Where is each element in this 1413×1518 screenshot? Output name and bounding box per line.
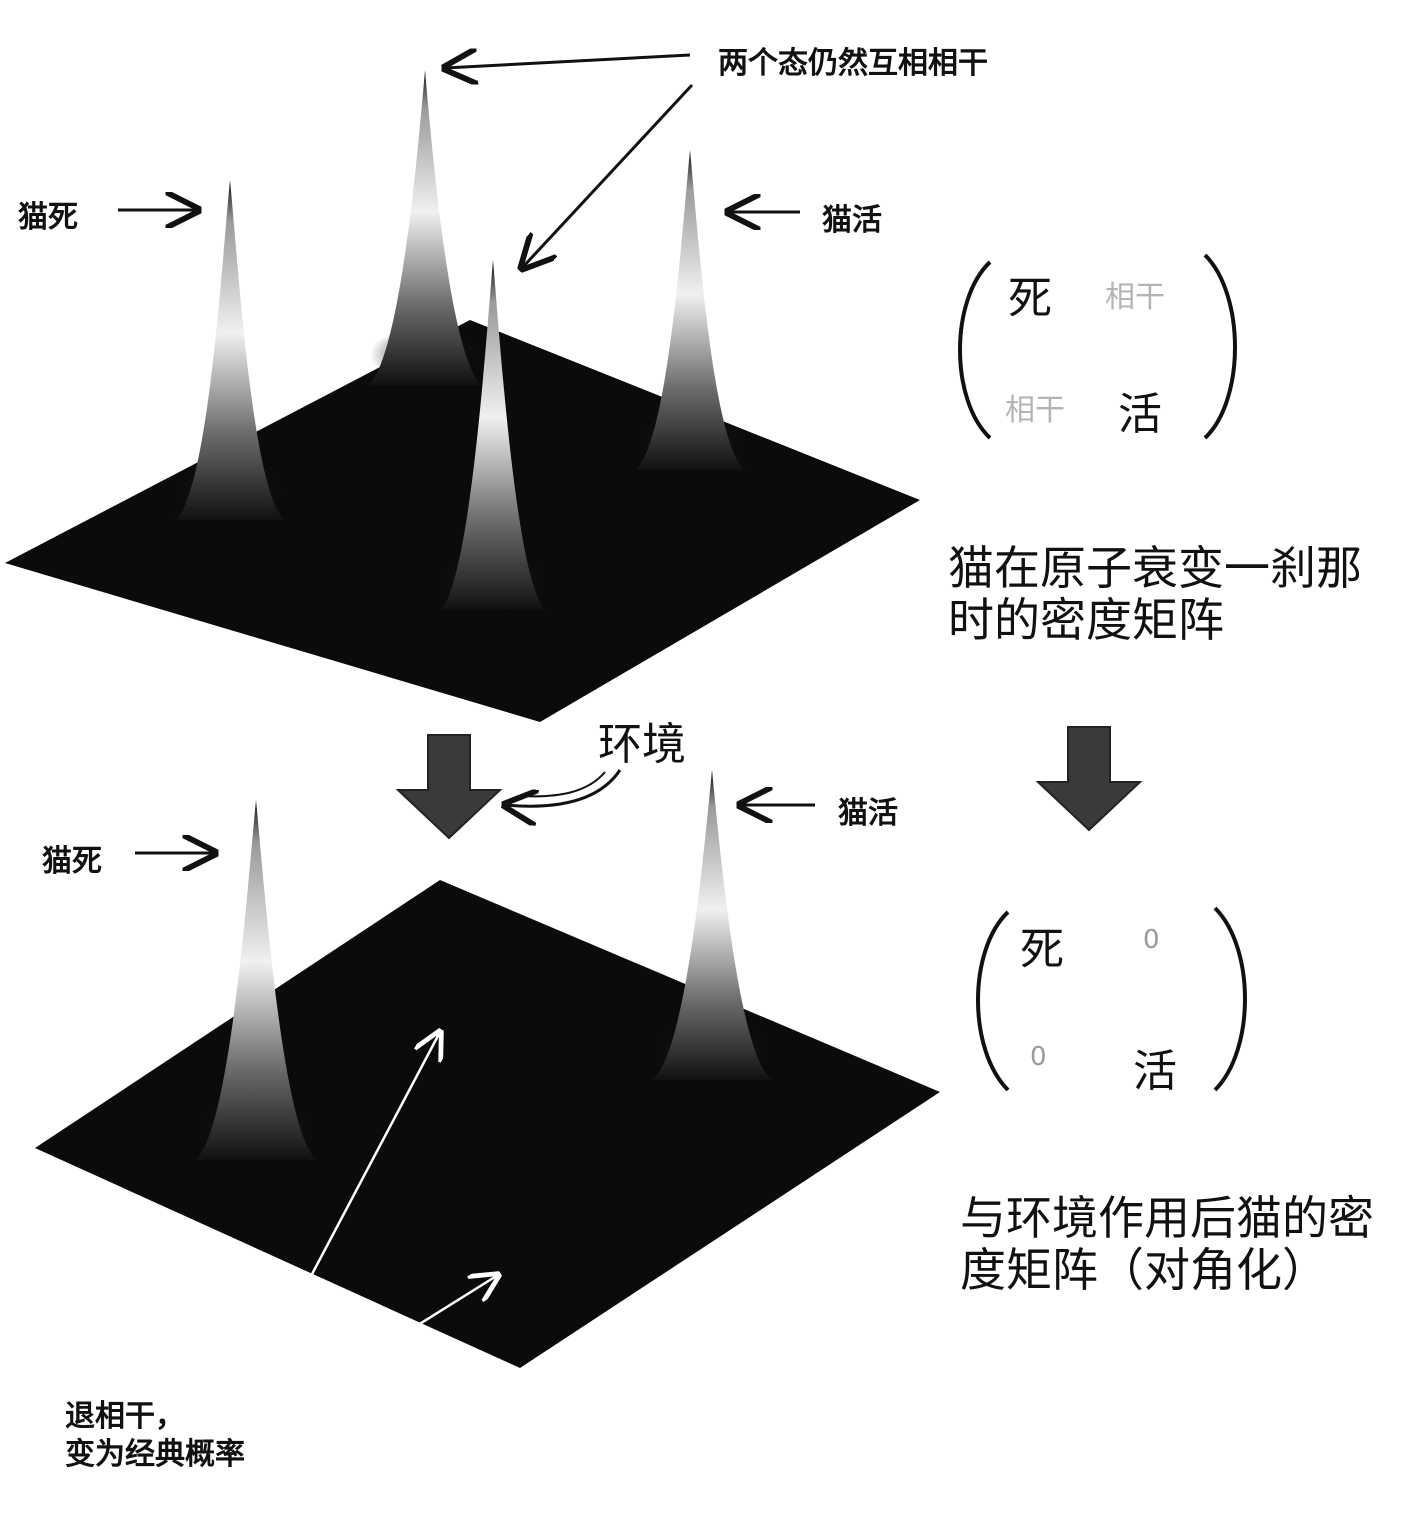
- bottom-matrix-left-bracket: [978, 912, 1008, 1090]
- decoherence-caption: 退相干， 变为经典概率: [65, 1398, 245, 1474]
- top-matrix-coherent-upper: 相干: [1105, 272, 1165, 316]
- top-matrix-left-bracket: [960, 262, 990, 438]
- bottom-caption-line2: 度矩阵（对角化）: [960, 1244, 1400, 1296]
- arrow-to-coherent-front: [522, 85, 692, 268]
- decoherence-caption-line1: 退相干，: [65, 1398, 245, 1436]
- top-caption: 猫在原子衰变一刹那 时的密度矩阵: [948, 542, 1388, 646]
- bottom-surface-plane: [35, 880, 940, 1368]
- bottom-matrix-alive: 活: [1133, 1035, 1177, 1099]
- bottom-matrix-right-bracket: [1215, 908, 1245, 1090]
- label-bottom-cat-dead: 猫死: [42, 836, 102, 880]
- top-matrix-dead: 死: [1008, 262, 1052, 326]
- label-environment: 环境: [598, 708, 686, 772]
- bottom-caption-line1: 与环境作用后猫的密: [960, 1192, 1400, 1244]
- bottom-surface-plot: [35, 770, 940, 1368]
- arrow-to-coherent-back: [445, 55, 690, 68]
- top-caption-line1: 猫在原子衰变一刹那: [948, 542, 1388, 594]
- matrix-brackets: [960, 255, 1245, 1090]
- environment-down-arrow: [398, 735, 500, 838]
- matrix-down-arrow: [1038, 727, 1140, 830]
- top-matrix-coherent-lower: 相干: [1005, 385, 1065, 429]
- top-matrix-right-bracket: [1205, 255, 1235, 438]
- top-matrix-alive: 活: [1118, 378, 1162, 442]
- label-top-cat-alive: 猫活: [822, 195, 882, 239]
- top-surface-plot: [5, 70, 920, 722]
- label-still-coherent: 两个态仍然互相相干: [718, 38, 988, 82]
- bottom-matrix-zero-lower: 0: [1030, 1042, 1047, 1072]
- bottom-matrix-dead: 死: [1020, 913, 1064, 977]
- label-bottom-cat-alive: 猫活: [838, 788, 898, 832]
- bottom-caption: 与环境作用后猫的密 度矩阵（对角化）: [960, 1192, 1400, 1296]
- decoherence-caption-line2: 变为经典概率: [65, 1436, 245, 1474]
- label-top-cat-dead: 猫死: [18, 192, 78, 236]
- top-caption-line2: 时的密度矩阵: [948, 594, 1388, 646]
- bottom-matrix-zero-upper: 0: [1143, 925, 1160, 955]
